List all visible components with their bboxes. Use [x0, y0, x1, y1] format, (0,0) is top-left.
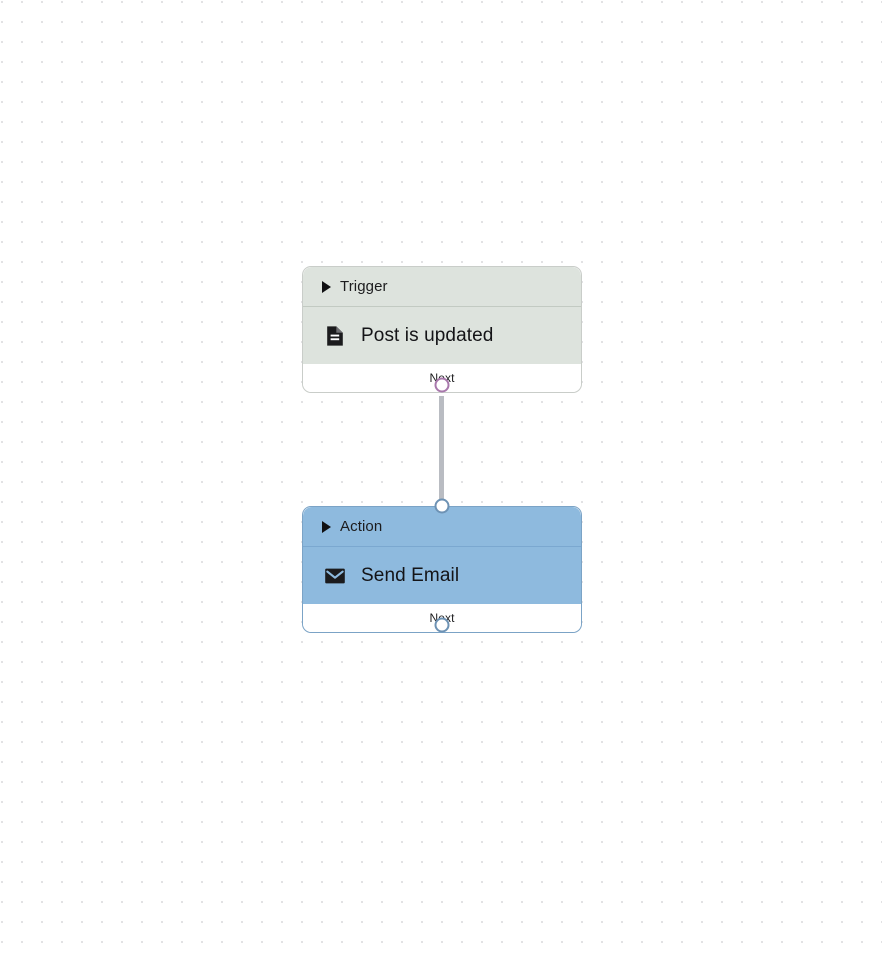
action-node-header[interactable]: Action — [303, 507, 581, 546]
trigger-node-body[interactable]: Post is updated — [303, 307, 581, 364]
action-node-inner: Action Send Email Next — [303, 507, 581, 632]
document-icon — [322, 323, 348, 349]
action-target-handle[interactable] — [434, 498, 450, 514]
envelope-icon — [322, 563, 348, 589]
action-node-divider — [303, 546, 581, 547]
action-node-header-label: Action — [340, 518, 383, 535]
action-node-body-label: Send Email — [361, 564, 460, 586]
trigger-node-header[interactable]: Trigger — [303, 267, 581, 306]
trigger-source-handle[interactable] — [434, 377, 450, 393]
action-source-handle[interactable] — [434, 617, 450, 633]
workflow-node-action[interactable]: Action Send Email Next — [302, 498, 582, 633]
trigger-node-header-label: Trigger — [340, 278, 388, 295]
action-node-body[interactable]: Send Email — [303, 547, 581, 604]
trigger-node-body-label: Post is updated — [361, 324, 494, 346]
trigger-node-divider — [303, 306, 581, 307]
caret-right-icon[interactable] — [322, 280, 331, 293]
caret-right-icon[interactable] — [322, 520, 331, 533]
trigger-node-inner: Trigger Post is updated Next — [303, 267, 581, 392]
workflow-node-trigger[interactable]: Trigger Post is updated Next — [302, 266, 582, 393]
